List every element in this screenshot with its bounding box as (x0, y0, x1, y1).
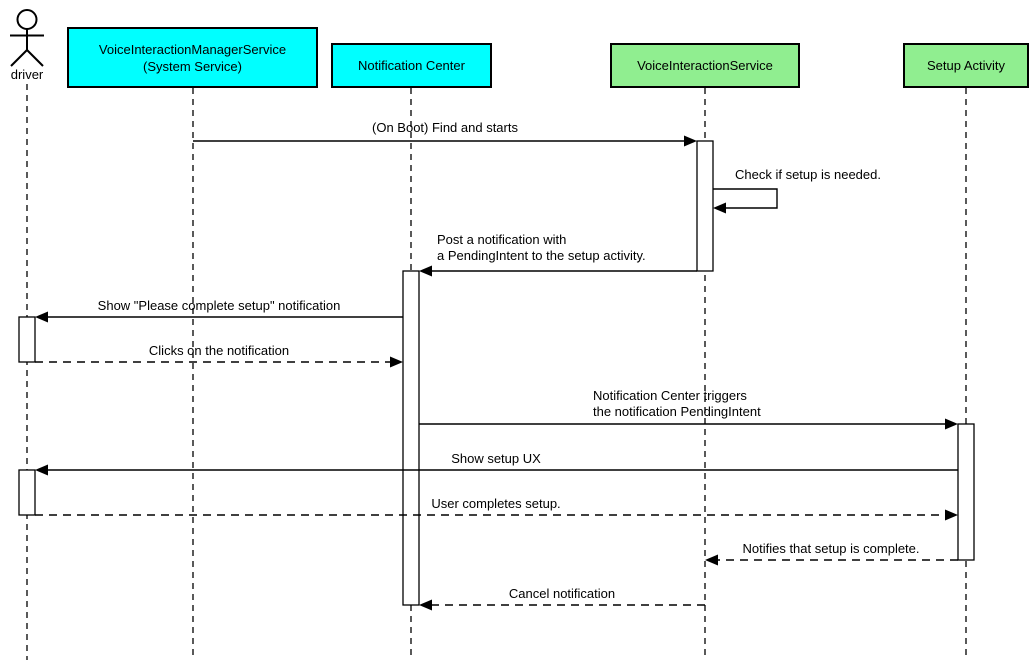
actor-head (16, 9, 38, 30)
arrowhead (35, 311, 48, 323)
message-label-on-boot: (On Boot) Find and starts (372, 120, 518, 135)
message-arrow-on-boot (193, 135, 697, 147)
actor-figure-driver (10, 9, 44, 67)
arrowhead (945, 509, 958, 521)
message-label-cancel-notification: Cancel notification (508, 586, 616, 601)
activation-bar-setup (957, 423, 975, 561)
participant-voiceinteractionmanagerservice: VoiceInteractionManagerService (System S… (67, 27, 318, 88)
message-label-show-notification: Show "Please complete setup" notificatio… (97, 298, 341, 313)
arrowhead (390, 356, 403, 368)
arrowhead (945, 418, 958, 430)
self-loop-line (713, 188, 778, 209)
arrowhead (713, 202, 726, 214)
message-arrow-clicks-notification (35, 356, 403, 368)
message-arrow-trigger-pendingintent (419, 418, 958, 430)
message-arrow-post-notification (419, 265, 697, 277)
participant-notification-center: Notification Center (331, 43, 492, 88)
message-label-post-notification: Post a notification with a PendingIntent… (437, 232, 646, 263)
message-arrow-show-notification (35, 311, 403, 323)
message-label-clicks-notification: Clicks on the notification (148, 343, 290, 358)
actor-leg-left (10, 49, 28, 67)
message-label-check-setup: Check if setup is needed. (735, 167, 881, 182)
message-label-user-completes-setup: User completes setup. (431, 496, 561, 511)
arrowhead (684, 135, 697, 147)
activation-bar-nc (402, 270, 420, 606)
message-arrow-show-setup-ux (35, 464, 958, 476)
actor-leg-right (26, 49, 44, 67)
message-arrow-cancel-notification (419, 599, 705, 611)
activation-bar-vis (696, 140, 714, 272)
participant-voiceinteractionservice: VoiceInteractionService (610, 43, 800, 88)
message-arrow-check-setup-self (713, 188, 778, 214)
activation-bar-driver-1 (18, 316, 36, 363)
message-label-trigger-pendingintent: Notification Center triggers the notific… (593, 388, 761, 419)
activation-bar-driver-2 (18, 469, 36, 516)
arrowhead (419, 265, 432, 277)
message-arrow-notify-setup-complete (705, 554, 958, 566)
participant-setup-activity: Setup Activity (903, 43, 1029, 88)
arrowhead (705, 554, 718, 566)
message-label-show-setup-ux: Show setup UX (451, 451, 541, 466)
arrowhead (419, 599, 432, 611)
participant-driver-label: driver (10, 67, 44, 82)
arrowhead (35, 464, 48, 476)
message-label-notify-setup-complete: Notifies that setup is complete. (742, 541, 920, 556)
message-arrow-user-completes-setup (35, 509, 958, 521)
